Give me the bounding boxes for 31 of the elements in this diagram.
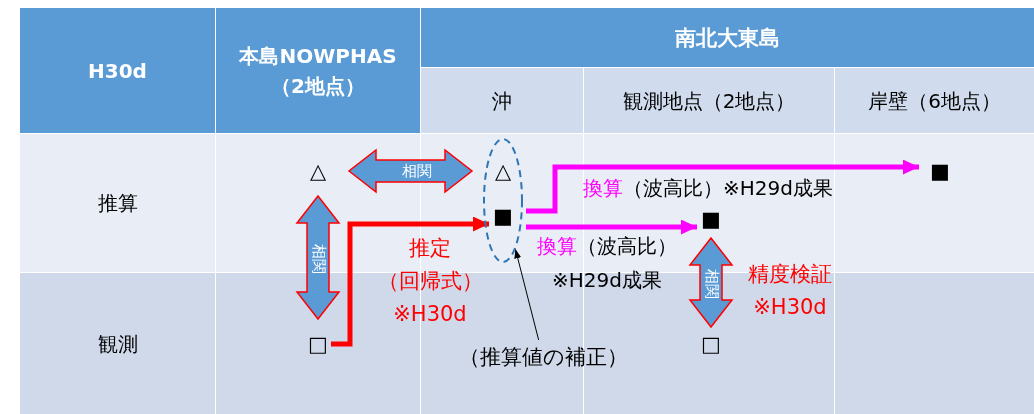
double-arrow [688,236,734,329]
double-arrow [295,194,341,321]
row-header-cell: 推算 [20,134,215,272]
edge-label: 換算（波高比）※H29d成果 [583,175,833,202]
edge-label: 推定（回帰式）※H30d [376,235,484,328]
square-symbol: □ [307,333,329,355]
edge-label: 相関 [701,268,721,298]
arrow [526,219,697,235]
filled-square-symbol: ■ [492,205,514,227]
triangle-symbol: △ [492,160,514,182]
header-cell: 本島NOWPHAS（2地点） [216,8,420,133]
filled-square-symbol: ■ [929,160,951,182]
edge-label: 相関 [402,161,432,181]
double-arrow [347,148,474,194]
header-cell: H30d [20,8,215,133]
edge-label: 換算（波高比）※H29d成果 [536,233,678,294]
triangle-symbol: △ [307,160,329,182]
header-cell: 沖 [421,68,583,133]
filled-square-symbol: ■ [700,208,722,230]
leader-line [514,248,540,341]
annotation-text: （推算値の補正） [447,342,639,372]
square-symbol: □ [700,333,722,355]
arrow [331,216,489,347]
arrow [526,159,919,214]
row-header-cell: 観測 [20,273,215,414]
header-cell: 南北大東島 [421,8,1034,67]
dashed-ellipse [483,138,523,263]
edge-label: 相関 [308,243,328,273]
header-cell: 岸壁（6地点） [835,68,1034,133]
header-cell: 観測地点（2地点） [584,68,834,133]
note-text: 精度検証※H30d [747,261,833,321]
